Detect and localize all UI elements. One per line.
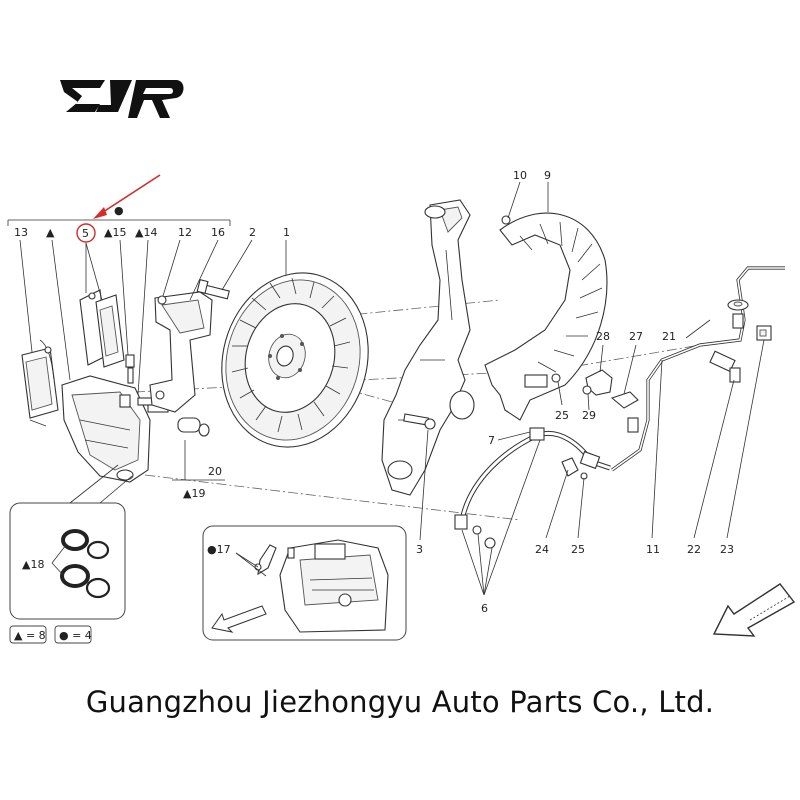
brake-pipe-11	[611, 266, 785, 472]
callout-6: 6	[481, 602, 488, 615]
brake-hose-7	[454, 427, 611, 549]
guide-bushing-20	[177, 417, 210, 437]
callout-14: ▲14	[135, 226, 157, 239]
callout-17: ●17	[207, 543, 231, 556]
callout-27: 27	[629, 330, 643, 343]
inset-sensor-clip: ●17	[202, 525, 407, 641]
steering-knuckle	[381, 199, 475, 496]
callout-labels: 13 ▲ 5 ▲15 ▲14 12 16 2 1 10 9 28 27 21 2…	[14, 169, 734, 615]
callout-23: 23	[720, 543, 734, 556]
callout-24: 24	[535, 543, 549, 556]
brake-pad-13	[21, 339, 59, 427]
callout-22: 22	[687, 543, 701, 556]
callout-20: 20	[208, 465, 222, 478]
bracket-dot: ●	[114, 204, 124, 217]
callout-12: 12	[178, 226, 192, 239]
legend-dot: ● = 4	[59, 629, 92, 642]
callout-7: 7	[488, 434, 495, 447]
callout-9: 9	[544, 169, 551, 182]
callout-29: 29	[582, 409, 596, 422]
ejr-logo-icon	[60, 80, 184, 118]
brake-disc-1	[221, 272, 369, 448]
leader-lines	[19, 181, 765, 596]
callout-triangle: ▲	[46, 226, 55, 239]
brake-caliper	[61, 375, 151, 483]
seal-ring-bottom	[60, 564, 111, 599]
legend: ▲ = 8 ● = 4	[9, 625, 92, 644]
callout-10: 10	[513, 169, 527, 182]
callout-19: ▲19	[183, 487, 205, 500]
callout-21: 21	[662, 330, 676, 343]
callout-28: 28	[596, 330, 610, 343]
wear-sensor-22	[709, 350, 741, 383]
callout-18: ▲18	[22, 558, 44, 571]
callout-25-upper: 25	[555, 409, 569, 422]
callout-2: 2	[249, 226, 256, 239]
bolt-25a	[551, 373, 561, 383]
connector-23	[756, 325, 772, 341]
caliper-bracket	[149, 291, 213, 413]
seal-ring-top	[61, 529, 110, 560]
bolt-29	[582, 385, 592, 395]
company-name: Guangzhou Jiezhongyu Auto Parts Co., Ltd…	[85, 685, 715, 719]
direction-arrow-icon	[712, 583, 796, 637]
callout-13: 13	[14, 226, 28, 239]
callout-3: 3	[416, 543, 423, 556]
callout-11: 11	[646, 543, 660, 556]
brake-pads-5	[79, 289, 125, 368]
dust-shield-9	[484, 212, 608, 421]
direction-arrow-inset-icon	[211, 605, 267, 633]
legend-triangle: ▲ = 8	[14, 629, 46, 642]
callout-25-lower: 25	[571, 543, 585, 556]
grommet-21	[727, 299, 749, 311]
clip-27	[610, 391, 639, 409]
inset-piston-seals: ▲18	[9, 464, 133, 620]
group-bracket: ●	[7, 204, 231, 226]
callout-1: 1	[283, 226, 290, 239]
highlight-marker	[76, 174, 161, 243]
callout-5: 5	[82, 227, 89, 240]
callout-16: 16	[211, 226, 225, 239]
caliper-bolt-2	[196, 279, 230, 300]
callout-15: ▲15	[104, 226, 126, 239]
